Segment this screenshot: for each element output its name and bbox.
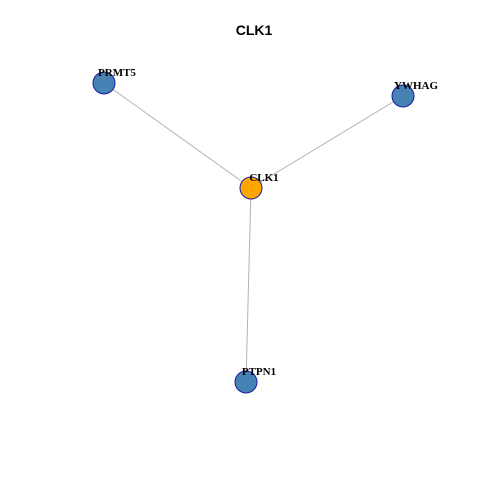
diagram-title: CLK1	[236, 22, 273, 38]
node-circle-prmt5	[92, 71, 116, 95]
node-circle-ywhag	[391, 84, 415, 108]
edge-clk1-ptpn1	[245, 187, 252, 383]
node-ywhag: YWHAG	[391, 80, 438, 108]
edge-clk1-ywhag	[250, 95, 404, 189]
node-prmt5: PRMT5	[92, 67, 136, 95]
node-label-prmt5: PRMT5	[98, 67, 136, 79]
node-circle-ptpn1	[234, 370, 258, 394]
node-label-clk1: CLK1	[249, 172, 278, 184]
edge-clk1-prmt5	[103, 82, 252, 189]
node-label-ywhag: YWHAG	[394, 80, 438, 92]
node-clk1: CLK1	[239, 172, 279, 200]
node-label-ptpn1: PTPN1	[242, 366, 276, 378]
edge-layer	[103, 82, 404, 383]
node-ptpn1: PTPN1	[234, 366, 276, 394]
node-circle-clk1	[239, 176, 263, 200]
